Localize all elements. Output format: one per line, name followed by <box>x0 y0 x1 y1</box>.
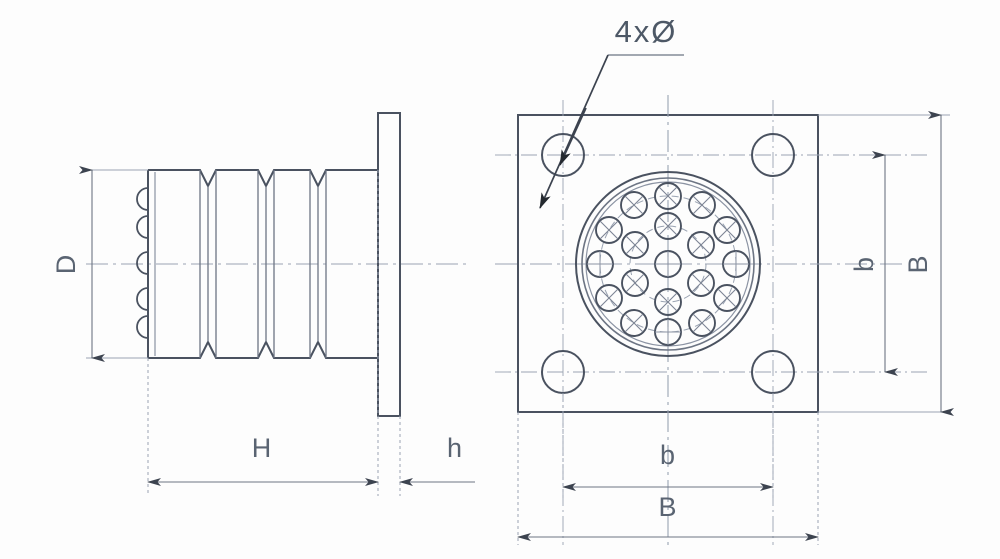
contact-pin-center <box>654 250 682 278</box>
contact-pin <box>620 191 648 219</box>
mounting-hole <box>541 133 585 177</box>
flange-width-vertical-dimension: B <box>818 111 954 416</box>
connector-outer-circle <box>575 171 761 357</box>
contact-pin <box>654 182 682 210</box>
outer-diameter-dimension: D <box>51 166 148 362</box>
inner-pin-pitch-circle <box>629 225 707 303</box>
callout-leader-arrow-upper <box>559 107 587 166</box>
contact-pin <box>688 191 716 219</box>
flange-width-horizontal-dimension: B <box>517 412 819 545</box>
contact-pin <box>620 309 648 337</box>
dimension-label-h: h <box>447 433 463 463</box>
outer-pin-ring <box>586 182 750 346</box>
mounting-holes-group <box>541 133 795 394</box>
body-length-dimension: H <box>147 170 379 496</box>
hole-spacing-vertical-dimension: b <box>849 151 898 376</box>
dimension-label-b-horizontal: b <box>660 440 676 470</box>
contact-pin <box>654 212 682 240</box>
contact-pin <box>595 284 623 312</box>
contact-pin <box>595 216 623 244</box>
dimension-label-B-vertical: B <box>903 254 933 273</box>
dimension-label-D: D <box>51 254 81 275</box>
contact-pin <box>687 231 715 259</box>
flange-plate-side <box>377 112 401 417</box>
flange-thickness-dimension: h <box>399 416 475 496</box>
dimension-label-b-vertical: b <box>849 256 879 272</box>
thread-profile-bumps <box>136 187 149 339</box>
groove-ridges <box>199 170 327 358</box>
contact-pin <box>713 216 741 244</box>
contact-pin <box>713 284 741 312</box>
contact-pin <box>621 269 649 297</box>
inner-pin-ring <box>621 212 715 316</box>
contact-pin <box>586 250 614 278</box>
contact-pin <box>654 288 682 316</box>
four-times-diameter-callout: 4xØ <box>539 14 684 209</box>
contact-pin <box>654 318 682 346</box>
contact-pin <box>722 250 750 278</box>
contact-pin <box>621 231 649 259</box>
callout-leader-line <box>539 54 609 209</box>
side-view: D H h <box>51 112 475 496</box>
dimension-label-B-horizontal: B <box>658 492 677 522</box>
connector-inner-circle <box>581 177 755 351</box>
mounting-hole <box>751 133 795 177</box>
contact-pin <box>688 309 716 337</box>
contact-pin <box>687 269 715 297</box>
dimension-label-H: H <box>252 433 273 463</box>
front-view: 4xØ b B b <box>495 14 954 545</box>
connector-bore-circle <box>585 181 751 347</box>
hole-spacing-horizontal-dimension: b <box>562 393 774 500</box>
callout-label-text: 4xØ <box>615 14 678 49</box>
